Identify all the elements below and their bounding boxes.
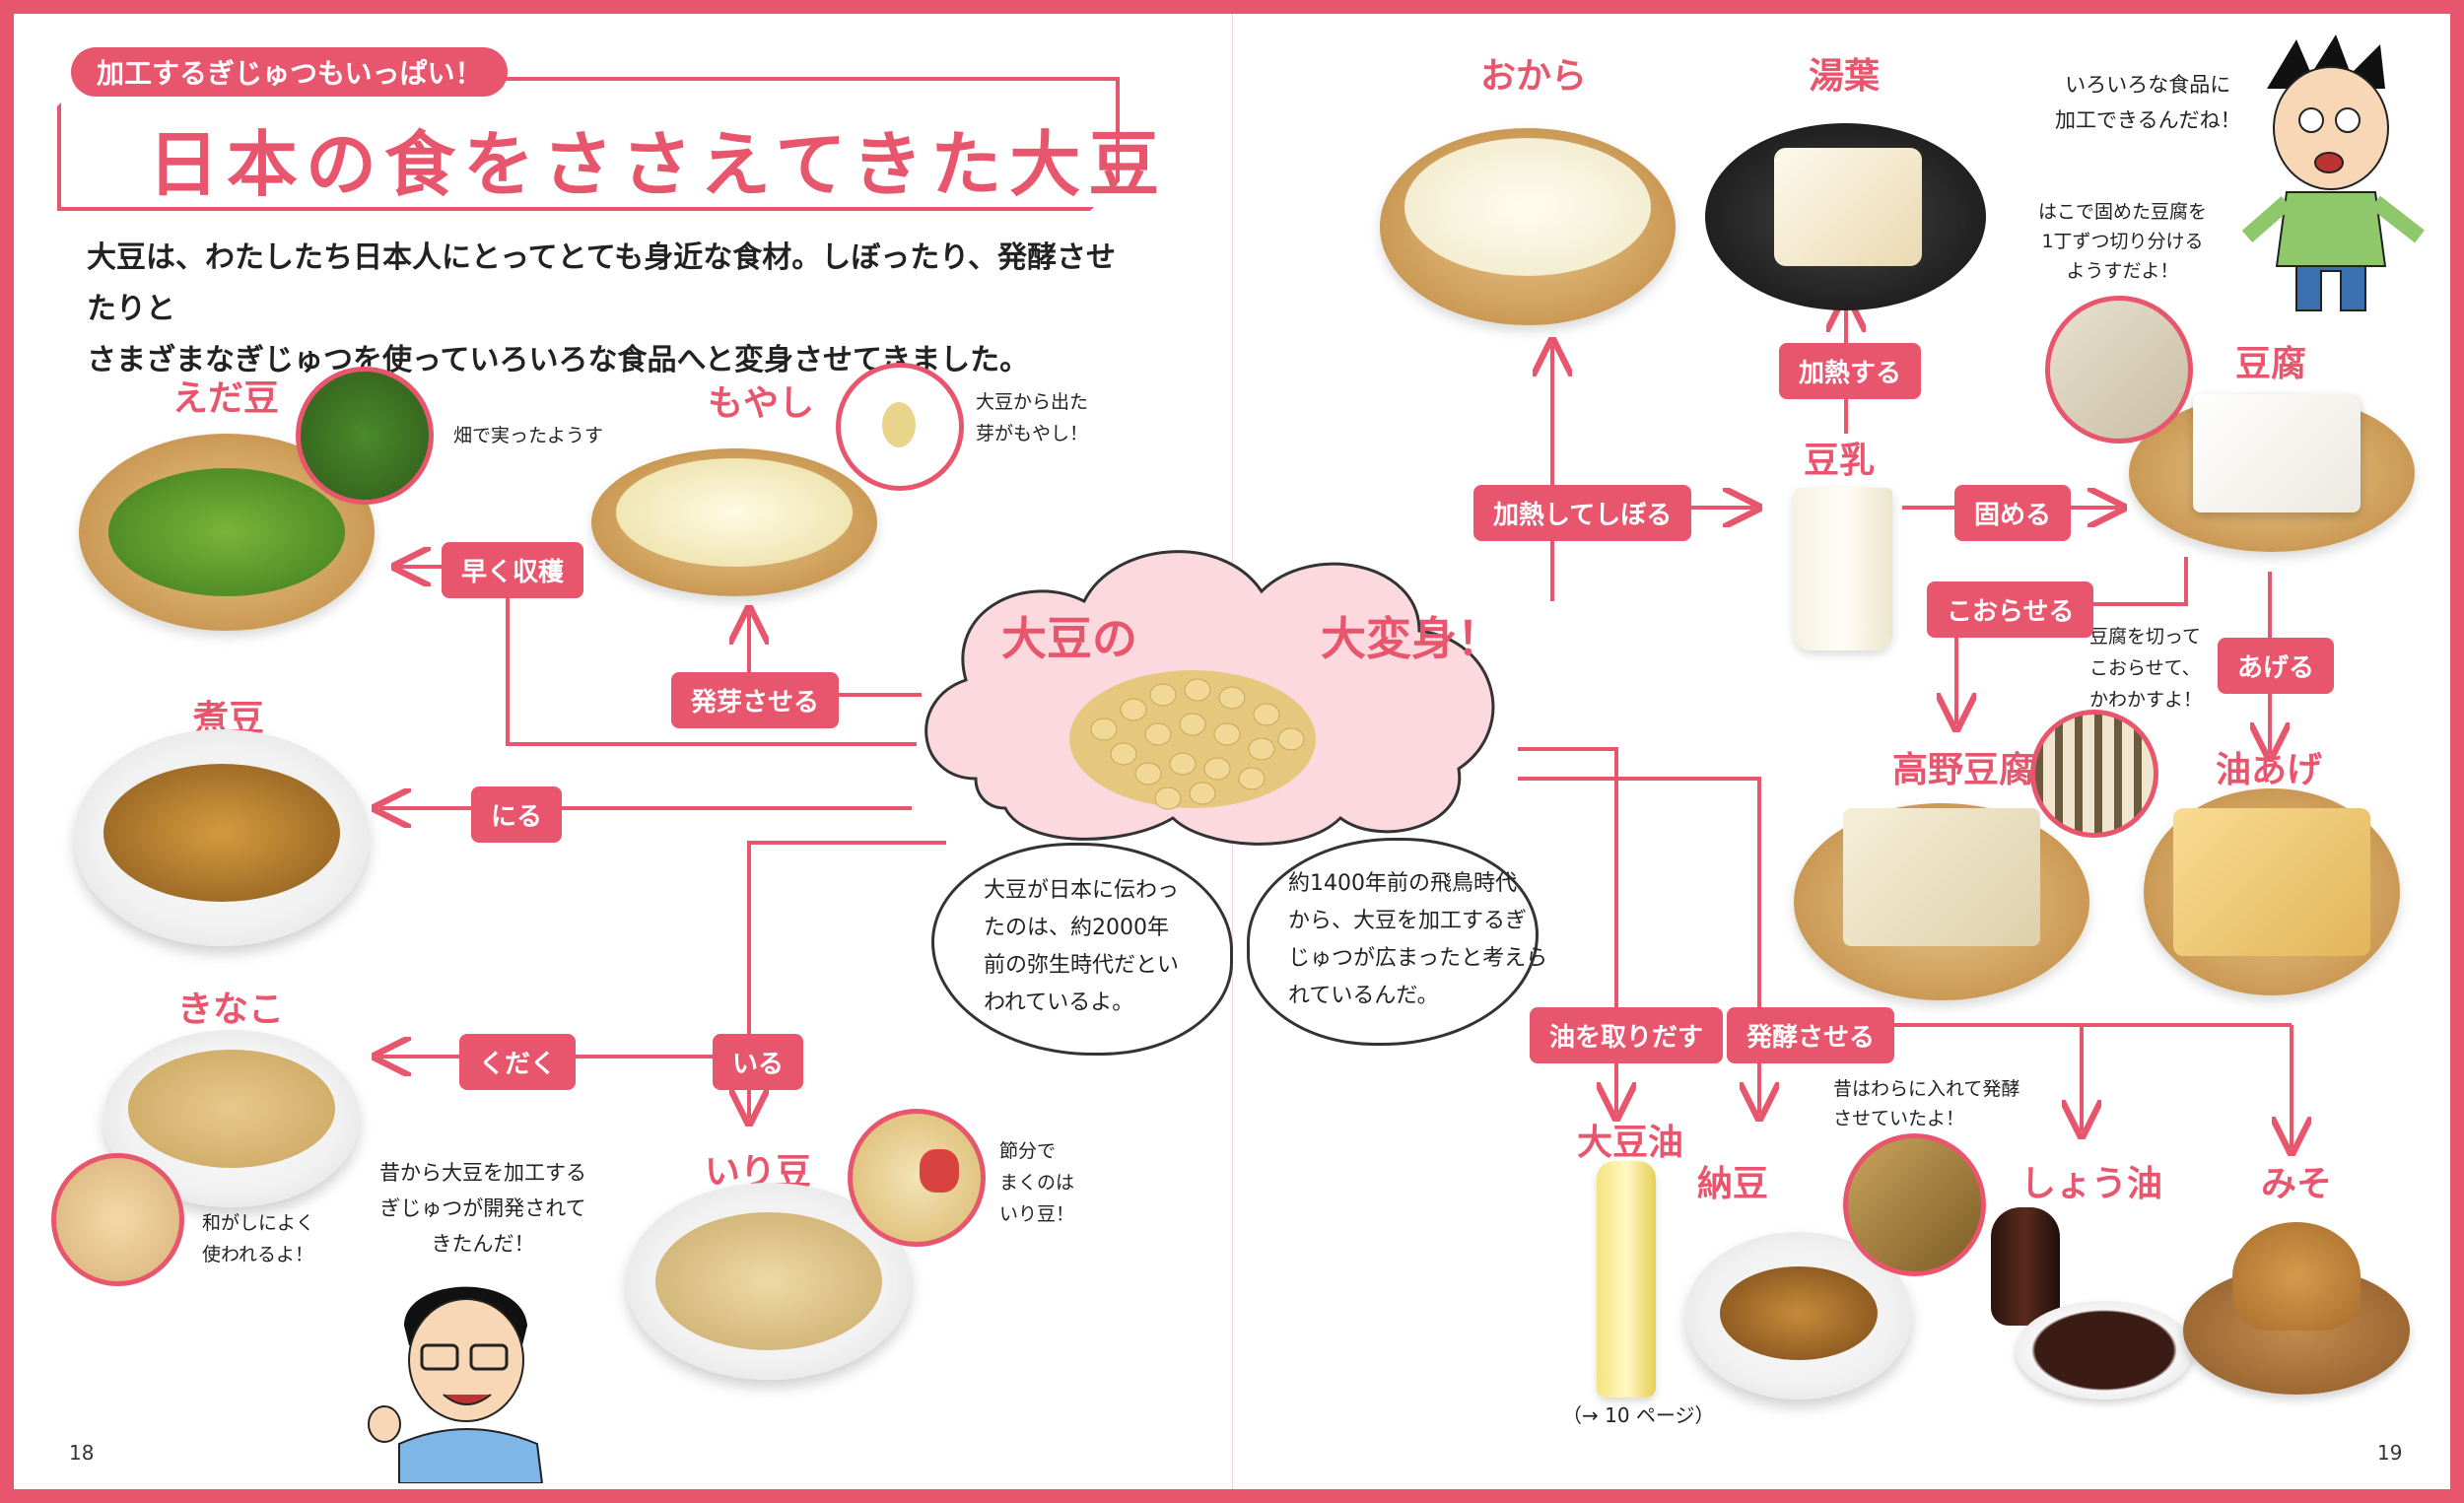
history-bubble-left: [931, 843, 1233, 1056]
step-sprout: 発芽させる: [671, 672, 840, 728]
step-roast: いる: [713, 1034, 804, 1090]
abura-age-slices: [2173, 808, 2370, 956]
label-natto: 納豆: [1697, 1164, 1769, 1204]
intro-text: 大豆は、わたしたち日本人にとってとても身近な食材。しぼったり、発酵させたりと さ…: [87, 233, 1131, 386]
edamame-pods: [108, 468, 345, 596]
note-edamame: 畑で実ったようす: [453, 425, 604, 446]
kinako-wagashi-inset: [51, 1153, 184, 1286]
step-solidify: 固める: [1954, 485, 2072, 541]
label-abura-age: 油あげ: [2216, 750, 2323, 790]
natto-beans: [1720, 1266, 1878, 1360]
step-early-harvest: 早く収穫: [442, 542, 584, 598]
label-edamame: えだ豆: [172, 378, 280, 419]
boy-speech: いろいろな食品に 加工できるんだね！: [2055, 73, 2241, 132]
step-freeze: こおらせる: [1927, 581, 2094, 638]
moyashi-sprout-inset: [836, 363, 964, 491]
soy-sauce-dish: [2016, 1301, 2193, 1400]
history-bubble-right: [1247, 838, 1539, 1046]
miso-mound: [2232, 1222, 2361, 1331]
yuba-sheet: [1774, 148, 1922, 266]
page-number-left: 18: [69, 1441, 95, 1465]
label-soy-sauce: しょう油: [2020, 1164, 2163, 1204]
soybean-oil-bottle: [1597, 1161, 1656, 1398]
history-bubble-right-text: 約1400年前の飛鳥時代 から、大豆を加工するぎ じゅつが広まったと考えら れて…: [1288, 871, 1548, 1008]
cloud-title-left: 大豆の: [1001, 612, 1137, 665]
step-heat-squeeze: 加熱してしぼる: [1473, 485, 1692, 541]
okara-mound: [1404, 138, 1651, 276]
label-okara: おから: [1480, 56, 1588, 97]
history-bubble-left-text: 大豆が日本に伝わっ たのは、約2000年 前の弥生時代だとい われているよ。: [984, 878, 1180, 1015]
step-extract-oil: 油を取りだす: [1530, 1007, 1724, 1063]
edamame-field-inset: [296, 367, 434, 505]
soymilk-glass: [1794, 488, 1892, 650]
note-koya: 豆腐を切って こおらせて、 かわかすよ！: [2089, 626, 2203, 711]
note-natto: 昔はわらに入れて発酵 させていたよ！: [1833, 1078, 2020, 1129]
teacher-character: [368, 1286, 544, 1483]
center-cloud: 大豆の 大変身！: [907, 532, 1518, 848]
boy-character: [2241, 34, 2425, 311]
label-koya-tofu: 高野豆腐: [1892, 750, 2035, 790]
setsubun-inset: [848, 1109, 986, 1247]
step-fry: あげる: [2218, 638, 2335, 694]
intro-line-1: 大豆は、わたしたち日本人にとってとても身近な食材。しぼったり、発酵させたりと: [87, 240, 1116, 326]
koya-drying-inset: [2030, 710, 2158, 838]
label-yuba: 湯葉: [1809, 56, 1881, 97]
note-moyashi: 大豆から出た 芽がもやし！: [976, 391, 1089, 444]
header-tag: 加工するぎじゅつもいっぱい！: [71, 47, 509, 97]
label-moyashi: もやし: [708, 383, 815, 424]
label-tofu: 豆腐: [2235, 344, 2307, 384]
page-number-right: 19: [2377, 1441, 2403, 1465]
moyashi-sprouts: [616, 458, 853, 567]
koya-tofu-blocks: [1843, 808, 2040, 946]
irimame-beans: [655, 1212, 882, 1350]
note-kinako: 和がしによく 使われるよ！: [202, 1212, 315, 1265]
step-ferment: 発酵させる: [1727, 1007, 1895, 1063]
soy-sauce-bottle: [1991, 1207, 2060, 1326]
tofu-block: [2193, 394, 2361, 512]
page-title: 日本の食をささえてきた大豆: [148, 123, 1168, 206]
teacher-speech: 昔から大豆を加工する ぎじゅつが開発されて きたんだ！: [379, 1161, 586, 1256]
note-tofu: はこで固めた豆腐を 1丁ずつ切り分ける ようすだよ！: [2038, 201, 2208, 282]
step-crush: くだく: [459, 1034, 577, 1090]
step-heat: 加熱する: [1779, 343, 1922, 399]
natto-straw-inset: [1843, 1133, 1986, 1276]
kinako-powder: [128, 1050, 335, 1168]
nimame-beans: [103, 764, 340, 902]
tofu-cutting-inset: [2045, 296, 2193, 444]
step-boil: にる: [471, 786, 563, 843]
label-kinako: きなこ: [177, 990, 285, 1030]
label-soybean-oil: 大豆油: [1577, 1123, 1684, 1163]
label-miso: みそ: [2261, 1164, 2333, 1204]
title-frame: [57, 77, 1120, 211]
note-irimame: 節分で まくのは いり豆！: [999, 1140, 1075, 1225]
label-tonyu: 豆乳: [1804, 441, 1876, 481]
page-reference: （→ 10 ページ）: [1562, 1403, 1715, 1427]
soybeans-photo: [1069, 670, 1316, 810]
cloud-title-right: 大変身！: [1321, 612, 1502, 665]
